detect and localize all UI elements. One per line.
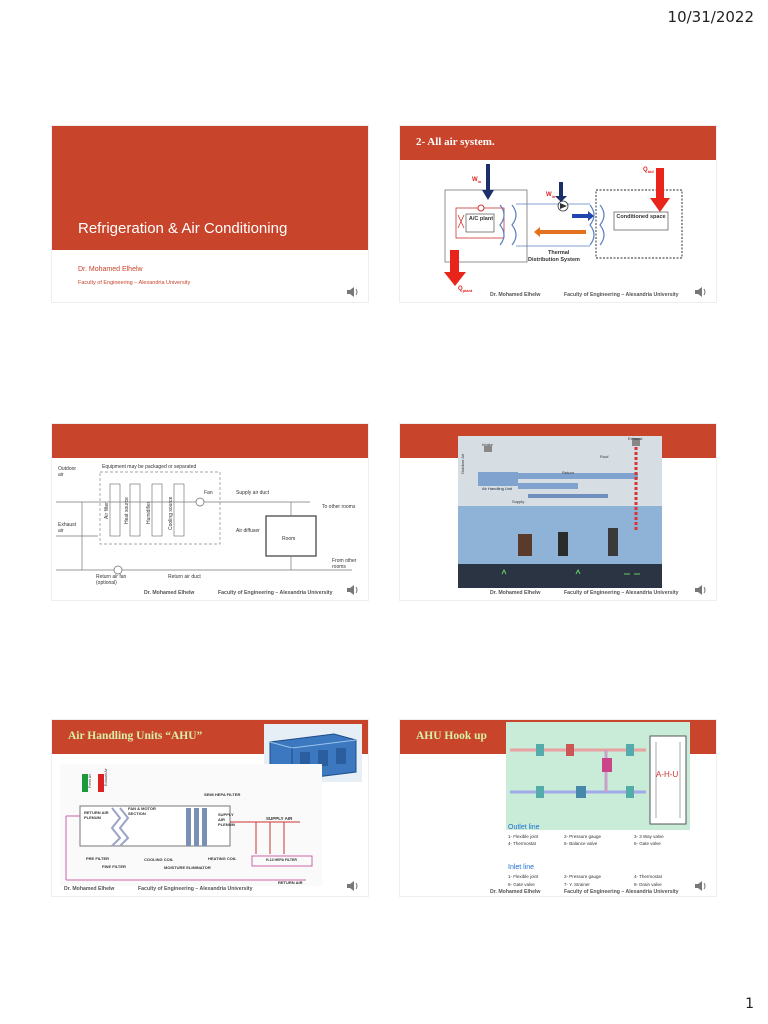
outlet-item-4: 4- Thermostat <box>508 841 536 846</box>
inlet-title: Inlet line <box>508 864 535 871</box>
ac-plant-label: A/C plant <box>468 216 494 222</box>
room-label: Room <box>282 536 296 542</box>
footer-affiliation: Faculty of Engineering – Alexandria Univ… <box>138 886 253 892</box>
heating-coil-label: HEATING COIL <box>208 856 237 861</box>
inlet-item-1: 1- Flexible joint <box>508 874 539 879</box>
outlet-item-2: 2- Pressure gauge <box>564 834 602 839</box>
air-filter-label: Air filter <box>104 502 110 519</box>
roof-label: Roof <box>600 454 609 459</box>
slide-5-ahu: Air Handling Units “AHU” Fresh Air Exhau… <box>52 720 368 896</box>
slide-2-title: 2- All air system. <box>416 136 495 148</box>
ahu-label: Air Handling Unit <box>482 486 513 491</box>
qplant-label: Qplant <box>458 286 473 294</box>
ahu-section-diagram <box>60 764 322 886</box>
outdoor-label: Outdoor air <box>58 466 77 478</box>
outlet-item-5: 5- Balance valve <box>564 841 598 846</box>
thermal-label: Thermal <box>548 250 570 256</box>
footer-author: Dr. Mohamed Elhelw <box>64 886 115 892</box>
win-label-1: Win <box>472 177 482 185</box>
author-affiliation: Faculty of Engineering – Alexandria Univ… <box>78 280 191 286</box>
building-ventilation-illustration <box>458 436 662 588</box>
return-label: Return <box>562 470 575 475</box>
return-air-label: RETURN AIR <box>278 880 303 885</box>
outlet-title: Outlet line <box>508 824 540 831</box>
exhaust-label: Exhaust <box>628 436 643 441</box>
footer-affiliation: Faculty of Engineering – Alexandria Univ… <box>564 889 679 895</box>
semi-hepa-label: SEMI HEPA FILTER <box>204 792 241 797</box>
slide-1-title-text: Refrigeration & Air Conditioning <box>78 220 288 237</box>
page-number: 1 <box>745 996 754 1012</box>
supply-duct-label: Supply air duct <box>236 490 270 496</box>
slide-2-all-air: 2- All air system. Win Win Qbld Qplant <box>400 126 716 302</box>
title-bar <box>52 424 368 458</box>
ahu-hookup-diagram <box>506 722 690 830</box>
outdoor-air-label: Outdoor Air <box>460 453 465 474</box>
pre-filter-label: PRE FILTER <box>86 856 110 861</box>
speaker-icon[interactable] <box>346 584 360 596</box>
intake-label: Intake <box>482 442 493 447</box>
footer-affiliation: Faculty of Engineering – Alexandria Univ… <box>218 590 333 596</box>
heat-source-label: Heat source <box>124 497 130 524</box>
slide-6-title: AHU Hook up <box>416 730 487 742</box>
supply-plenum-label: SUPPLY AIR PLENUM <box>218 812 235 827</box>
outlet-item-3: 3- 3 Way valve <box>634 834 664 839</box>
return-fan-label: Return air fan (optional) <box>96 574 127 586</box>
speaker-icon[interactable] <box>694 584 708 596</box>
fan-motor-label: FAN & MOTOR SECTION <box>128 806 156 816</box>
footer-affiliation: Faculty of Engineering – Alexandria Univ… <box>564 292 679 298</box>
outlet-item-6: 6- Gate valve <box>634 841 661 846</box>
air-system-schematic <box>56 471 352 575</box>
author-name: Dr. Mohamed Elhelw <box>78 266 143 273</box>
footer-author: Dr. Mohamed Elhelw <box>490 292 541 298</box>
humidifier-label: Humidifier <box>146 501 152 524</box>
print-date: 10/31/2022 <box>667 8 754 26</box>
title-band <box>52 126 368 250</box>
ahu-box-label: A-H-U <box>656 770 679 779</box>
from-other-rooms-label: From other rooms <box>332 558 357 570</box>
inlet-item-6: 8- Drain valve <box>634 882 662 887</box>
supply-air-label: SUPPLY AIR <box>266 816 293 821</box>
footer-author: Dr. Mohamed Elhelw <box>490 590 541 596</box>
inlet-item-3: 4- Thermostat <box>634 874 662 879</box>
fresh-air-label: Fresh Air <box>88 773 92 788</box>
supply-label: Supply <box>512 499 525 504</box>
conditioned-space-label: Conditioned space <box>616 214 666 220</box>
exhaust-label: Exhaust air <box>58 522 77 534</box>
outlet-item-1: 1- Flexible joint <box>508 834 539 839</box>
inlet-item-4: 6- Gate valve <box>508 882 535 887</box>
cooling-coil-label: COOLING COIL <box>144 857 174 862</box>
moisture-eliminator-label: MOISTURE ELIMINATOR <box>164 865 211 870</box>
to-other-rooms-label: To other rooms <box>322 504 356 510</box>
slide-6-hookup: AHU Hook up A-H-U Outlet line 1- Flexibl… <box>400 720 716 896</box>
diffuser-label: Air diffuser <box>236 528 260 534</box>
speaker-icon[interactable] <box>346 880 360 892</box>
slide-4-building: Intake Exhaust Outdoor Air Roof Return S… <box>400 424 716 600</box>
speaker-icon[interactable] <box>346 286 360 298</box>
qbld-label: Qbld <box>643 167 654 175</box>
return-plenum-label: RETURN AIR PLENUM <box>84 810 109 820</box>
slide-1-title: Refrigeration & Air Conditioning Dr. Moh… <box>52 126 368 302</box>
fan-label: Fan <box>204 490 213 496</box>
exhaust-air-label: Exhaust Air <box>104 768 108 786</box>
slide-3-schematic: Outdoor air Exhaust air Equipment may be… <box>52 424 368 600</box>
all-air-system-diagram <box>444 164 683 286</box>
inlet-item-2: 2- Pressure gauge <box>564 874 602 879</box>
hepa-filter-label: H-13 HEPA FILTER <box>266 858 297 862</box>
win-label-2: Win <box>546 192 556 200</box>
footer-affiliation: Faculty of Engineering – Alexandria Univ… <box>564 590 679 596</box>
equipment-label: Equipment may be packaged or separated <box>102 464 197 470</box>
slide-5-title: Air Handling Units “AHU” <box>68 730 203 742</box>
inlet-item-5: 7- Y. Strainer <box>564 882 590 887</box>
speaker-icon[interactable] <box>694 286 708 298</box>
footer-author: Dr. Mohamed Elhelw <box>144 590 195 596</box>
cooling-source-label: Cooling source <box>168 496 174 530</box>
footer-author: Dr. Mohamed Elhelw <box>490 889 541 895</box>
distribution-label: Distribution System <box>528 257 580 263</box>
return-duct-label: Return air duct <box>168 574 201 580</box>
fine-filter-label: FINE FILTER <box>102 864 126 869</box>
speaker-icon[interactable] <box>694 880 708 892</box>
title-bar <box>400 126 716 160</box>
